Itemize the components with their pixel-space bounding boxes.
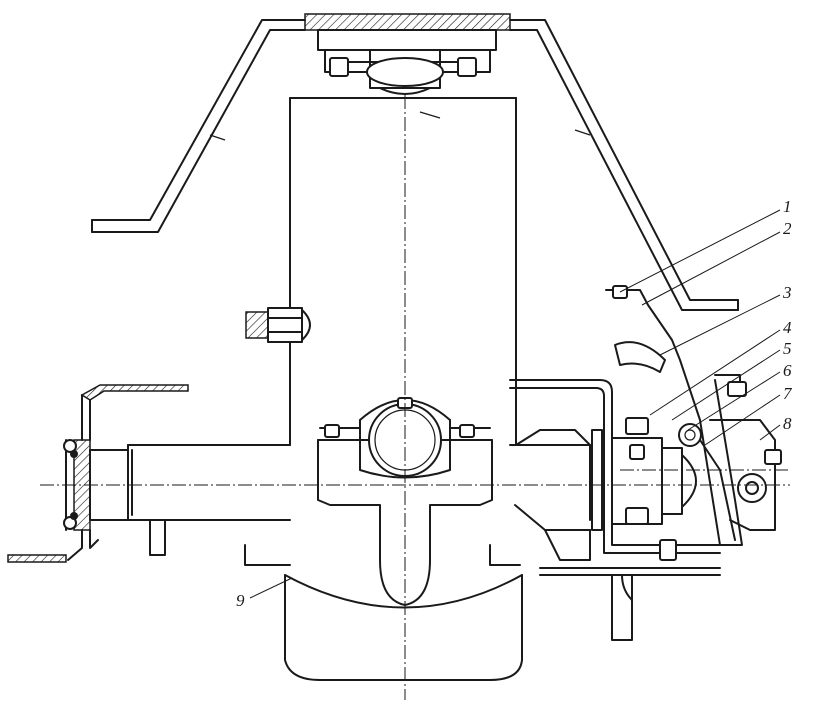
callout-7: 7 xyxy=(783,384,793,403)
callout-8: 8 xyxy=(783,414,792,433)
top-bracket-frame xyxy=(91,19,739,311)
callout-labels: 1 2 3 4 5 6 7 8 9 xyxy=(236,197,793,610)
top-mounting-plate xyxy=(304,13,511,95)
side-port xyxy=(245,307,311,343)
callout-4: 4 xyxy=(783,318,792,337)
valve-block xyxy=(605,285,782,546)
lower-housing xyxy=(244,544,523,681)
right-drive-assembly xyxy=(509,379,721,641)
callout-9: 9 xyxy=(236,591,245,610)
callout-5: 5 xyxy=(783,339,792,358)
callout-6: 6 xyxy=(783,361,792,380)
main-housing xyxy=(289,97,517,446)
center-lines xyxy=(40,95,790,700)
left-flange xyxy=(7,384,189,563)
callout-leaders xyxy=(249,209,781,599)
callout-1: 1 xyxy=(783,197,792,216)
callout-2: 2 xyxy=(783,219,792,238)
callout-3: 3 xyxy=(782,283,792,302)
